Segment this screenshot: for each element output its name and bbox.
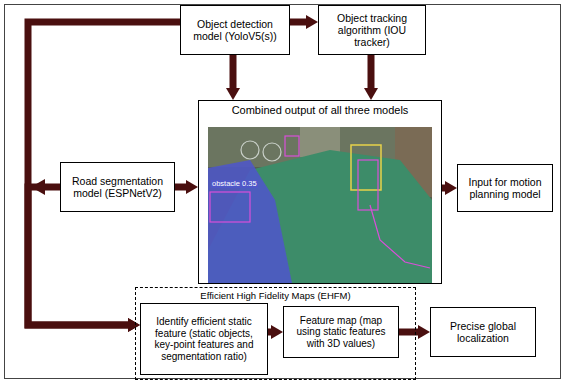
group-box: Efficient High Fidelity Maps (EHFM) Ident… [135,287,416,380]
node-text: Input for motion planning model [462,176,548,200]
arrow-connector [230,55,237,90]
process-box: Identify efficient static feature (stati… [140,303,268,375]
arrow-connector [399,329,420,336]
process-box: Feature map (map using static features w… [283,306,399,358]
outer-frame [5,5,561,379]
arrow-connector [290,19,308,26]
detection-box [285,136,299,156]
obstacle-segmentation [208,160,292,283]
arrow-connector [28,22,180,325]
node-text: Combined output of all three models [232,104,409,117]
node-text: Identify efficient static feature (stati… [145,316,263,362]
road-segmentation [208,150,432,283]
node-text: Efficient High Fidelity Maps (EHFM) [200,291,350,302]
node-text: Object detection model (YoloV5(s)) [185,18,285,42]
node-text: Road segmentation model (ESPNetV2) [65,175,170,199]
track-line [370,205,430,268]
photo-ground [208,127,432,283]
process-box: Object detection model (YoloV5(s)) [180,5,290,55]
output-panel: Combined output of all three models [198,100,442,284]
bicycle-wheel [241,141,259,159]
process-box: Precise global localization [430,307,536,357]
tracking-box [358,160,378,210]
detection-label: obstacle 0.35 [211,180,258,188]
node-text: Feature map (map using static features w… [288,315,394,350]
process-box: Object tracking algorithm (IOU tracker) [318,5,426,55]
process-box: Road segmentation model (ESPNetV2) [60,162,175,212]
arrow-connector [368,55,375,90]
arrow-connector [268,329,273,336]
detection-box [351,145,381,190]
node-text: Object tracking algorithm (IOU tracker) [323,12,421,48]
bicycle-wheel [263,143,281,161]
arrow-connector [442,185,447,192]
detection-box [210,192,250,222]
arrow-connector [175,184,188,191]
process-box: Input for motion planning model [457,164,553,212]
node-text: Precise global localization [435,320,531,344]
